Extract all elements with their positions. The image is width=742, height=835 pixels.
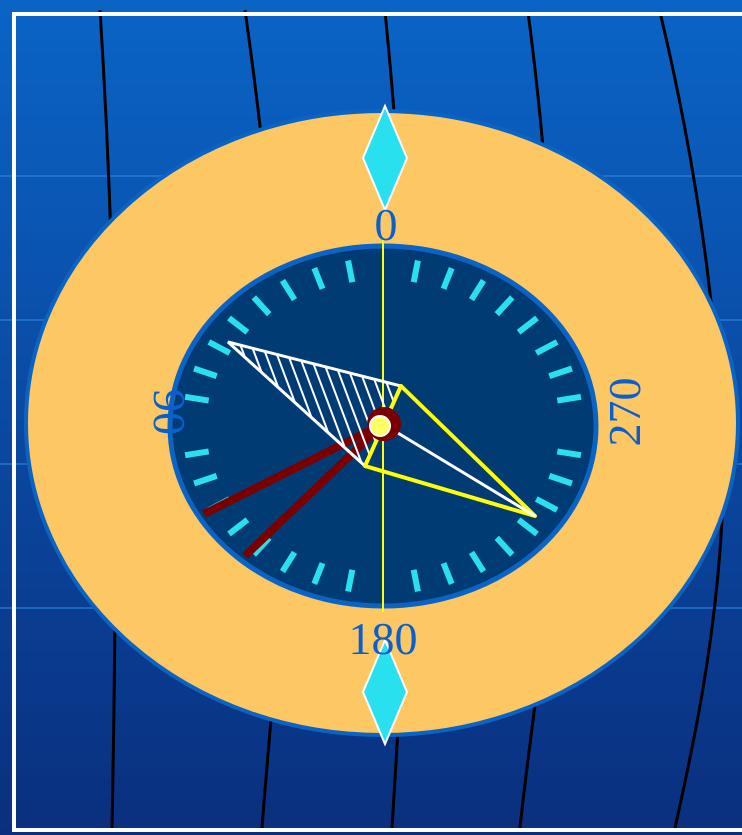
tick-mark — [534, 496, 559, 513]
tick-mark — [468, 278, 487, 302]
tick-mark — [410, 569, 421, 592]
tick-mark — [440, 266, 455, 290]
tick-mark — [184, 448, 210, 459]
tick-mark — [184, 393, 210, 404]
tick-mark — [311, 266, 326, 290]
needle-line — [382, 422, 536, 518]
tick-mark — [548, 365, 573, 379]
south-diamond-marker — [361, 637, 409, 747]
tick-mark — [410, 260, 421, 283]
tick-mark — [227, 517, 250, 537]
frame — [12, 12, 742, 832]
label-west: 90 — [144, 389, 195, 435]
bearing-line — [242, 421, 386, 559]
tick-mark — [251, 295, 272, 317]
tick-mark — [207, 339, 232, 356]
north-diamond-marker — [361, 103, 409, 213]
label-south: 180 — [349, 613, 418, 664]
tick-mark — [345, 569, 356, 592]
tick-mark — [227, 315, 250, 335]
tick-mark — [345, 260, 356, 283]
tick-mark — [494, 535, 515, 557]
tick-mark — [556, 393, 582, 404]
label-north: 0 — [375, 199, 398, 250]
tick-mark — [516, 315, 539, 335]
label-east: 270 — [599, 378, 650, 447]
tick-mark — [279, 278, 298, 302]
tick-mark — [193, 473, 218, 487]
center-pivot-inner — [369, 415, 391, 437]
tick-mark — [468, 550, 487, 574]
tick-mark — [534, 339, 559, 356]
tick-mark — [556, 448, 582, 459]
tick-mark — [548, 473, 573, 487]
tick-mark — [193, 365, 218, 379]
tick-mark — [311, 562, 326, 586]
tick-mark — [279, 550, 298, 574]
tick-mark — [516, 517, 539, 537]
tick-mark — [494, 295, 515, 317]
tick-mark — [440, 562, 455, 586]
